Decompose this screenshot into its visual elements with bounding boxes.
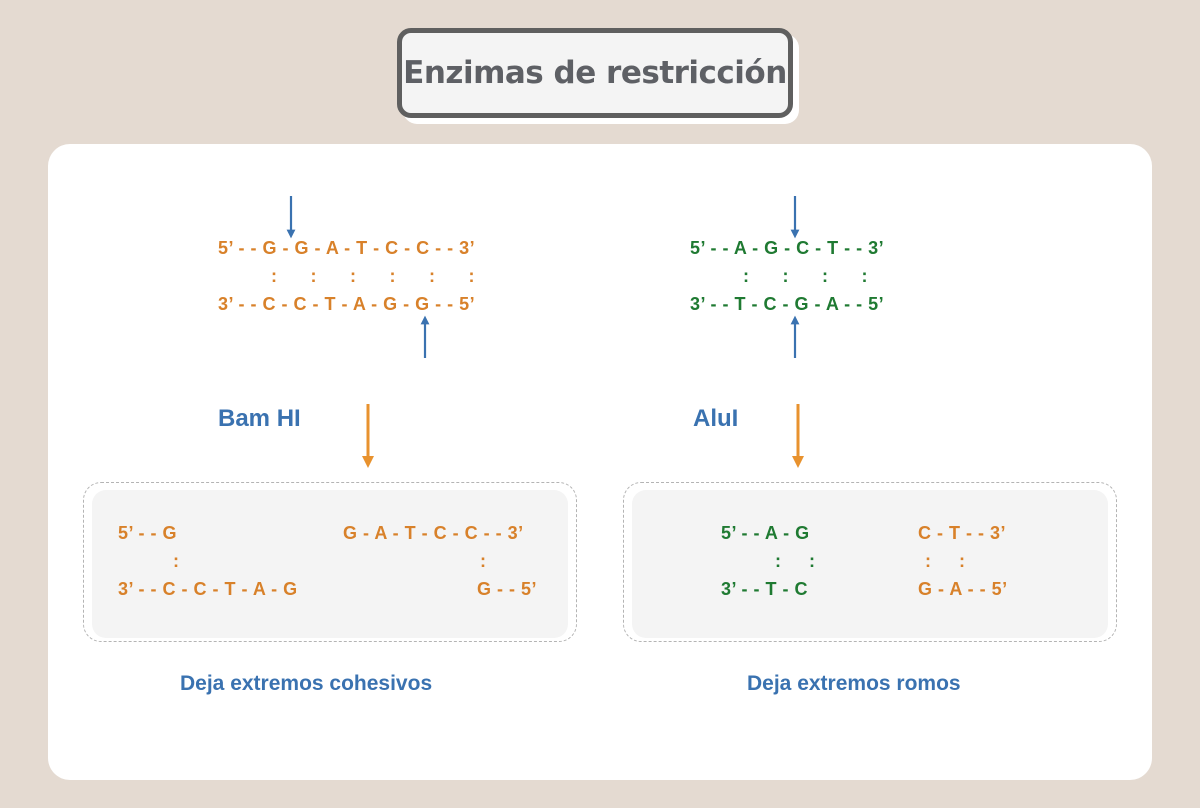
alui-fragment-right-bottom: G - A - - 5’ bbox=[918, 579, 1008, 599]
alui-result-outline bbox=[623, 482, 1117, 642]
alui-fragment-left-pair: : : bbox=[775, 551, 816, 571]
bamhi-fragment-left-top: 5’ - - G bbox=[118, 523, 178, 543]
alui-fragment-right-pair: : : bbox=[925, 551, 966, 571]
bamhi-result-box bbox=[92, 490, 568, 638]
alui-top-strand: 5’ - - A - G - C - T - - 3’ bbox=[690, 238, 885, 258]
diagram-card bbox=[48, 144, 1152, 780]
alui-bottom-strand: 3’ - - T - C - G - A - - 5’ bbox=[690, 294, 885, 314]
alui-enzyme-label: AluI bbox=[693, 405, 739, 432]
alui-base-pairs: : : : : bbox=[743, 266, 868, 286]
bamhi-top-strand: 5’ - - G - G - A - T - C - C - - 3’ bbox=[218, 238, 476, 258]
bamhi-fragment-right-top: G - A - T - C - C - - 3’ bbox=[343, 523, 524, 543]
alui-result-box bbox=[632, 490, 1108, 638]
alui-fragment-right-top: C - T - - 3’ bbox=[918, 523, 1006, 543]
bamhi-bottom-strand: 3’ - - C - C - T - A - G - G - - 5’ bbox=[218, 294, 476, 314]
bamhi-result-outline bbox=[83, 482, 577, 642]
bamhi-fragment-left-bottom: 3’ - - C - C - T - A - G bbox=[118, 579, 298, 599]
bamhi-enzyme-label: Bam HI bbox=[218, 405, 301, 432]
bamhi-fragment-right-pair: : bbox=[480, 551, 487, 571]
alui-caption: Deja extremos romos bbox=[747, 672, 961, 695]
bamhi-caption: Deja extremos cohesivos bbox=[180, 672, 433, 695]
page-title: Enzimas de restricción bbox=[397, 28, 793, 118]
alui-fragment-left-bottom: 3’ - - T - C bbox=[721, 579, 808, 599]
bamhi-fragment-left-pair: : bbox=[173, 551, 180, 571]
alui-fragment-left-top: 5’ - - A - G bbox=[721, 523, 810, 543]
title-badge: Enzimas de restricción bbox=[397, 28, 799, 124]
bamhi-base-pairs: : : : : : : bbox=[271, 266, 475, 286]
bamhi-fragment-right-bottom: G - - 5’ bbox=[477, 579, 538, 599]
